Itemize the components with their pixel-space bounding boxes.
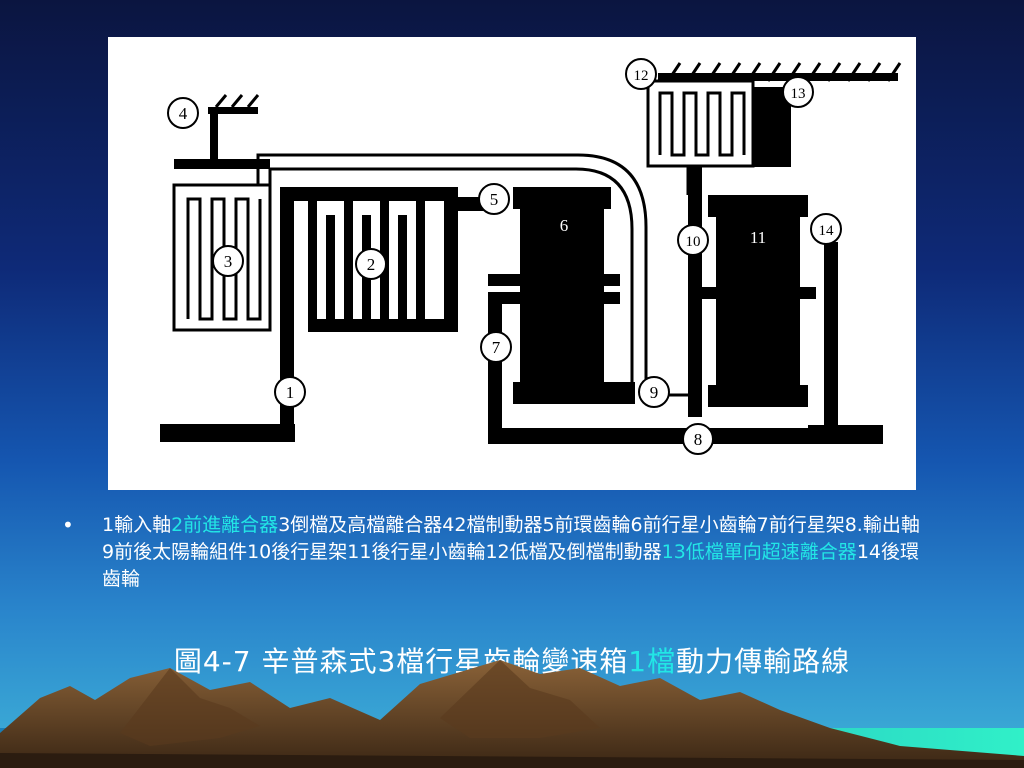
label-3: 3 (212, 245, 244, 277)
reverse-high-clutch (172, 183, 272, 332)
label-2: 2 (355, 248, 387, 280)
svg-text:9: 9 (650, 383, 659, 402)
low-reverse-brake (646, 79, 755, 168)
label-14: 14 (810, 213, 842, 245)
legend-list: • 1輸入軸2前進離合器3倒檔及高檔離合器42檔制動器5前環齒輪6前行星小齒輪7… (62, 512, 962, 593)
label-9: 9 (638, 376, 670, 408)
svg-text:3: 3 (224, 252, 233, 271)
legend-seg-5: 14後環齒輪 (102, 541, 919, 590)
label-6: 6 (560, 216, 569, 235)
label-5: 5 (478, 183, 510, 215)
front-ring-gear-bottom (513, 382, 635, 404)
legend-seg-2: 2前進離合器 (171, 514, 279, 536)
rear-planet-gear (716, 209, 800, 399)
svg-text:7: 7 (492, 338, 501, 357)
svg-text:11: 11 (750, 228, 766, 247)
svg-text:6: 6 (560, 216, 569, 235)
svg-text:4: 4 (179, 104, 188, 123)
svg-text:13: 13 (791, 86, 806, 102)
forward-clutch-left (280, 187, 294, 332)
legend-seg-3: 3倒檔及高檔離合器42檔制動器5前環齒輪6前行星小齒輪7前行星架8.輸出軸9前後… (102, 514, 920, 563)
legend-seg-1: 1輸入軸 (102, 514, 172, 536)
label-13: 13 (782, 76, 814, 108)
label-7: 7 (480, 331, 512, 363)
label-1: 1 (274, 376, 306, 408)
label-4: 4 (167, 97, 199, 129)
front-planet-gear (520, 202, 604, 402)
label-12: 12 (625, 58, 657, 90)
sun-gear-shell (256, 153, 648, 387)
forward-clutch-bottom (308, 319, 458, 332)
title-part-2: 1檔 (628, 645, 677, 678)
svg-text:1: 1 (286, 383, 295, 402)
svg-text:8: 8 (694, 430, 703, 449)
label-10: 10 (677, 224, 709, 256)
label-8: 8 (682, 423, 714, 455)
title-part-3: 動力傳輸路線 (676, 645, 851, 678)
svg-text:14: 14 (819, 223, 835, 239)
input-shaft (160, 424, 295, 442)
svg-text:5: 5 (490, 190, 499, 209)
forward-clutch-right (444, 187, 458, 332)
svg-text:10: 10 (686, 234, 701, 250)
legend-seg-4: 13低檔單向超速離合器 (661, 541, 857, 563)
svg-text:2: 2 (367, 255, 376, 274)
forward-clutch-top (280, 187, 458, 201)
transmission-diagram: 1 2 3 4 5 6 (108, 37, 916, 490)
front-carrier (488, 295, 502, 435)
transmission-diagram-svg: 1 2 3 4 5 6 (160, 58, 902, 455)
label-11: 11 (750, 228, 766, 247)
svg-text:12: 12 (634, 68, 649, 84)
mountain-landscape (0, 660, 1024, 768)
rear-ring-gear (824, 242, 838, 442)
bullet: • (62, 513, 74, 537)
legend-text: 1輸入軸2前進離合器3倒檔及高檔離合器42檔制動器5前環齒輪6前行星小齒輪7前行… (102, 512, 924, 593)
